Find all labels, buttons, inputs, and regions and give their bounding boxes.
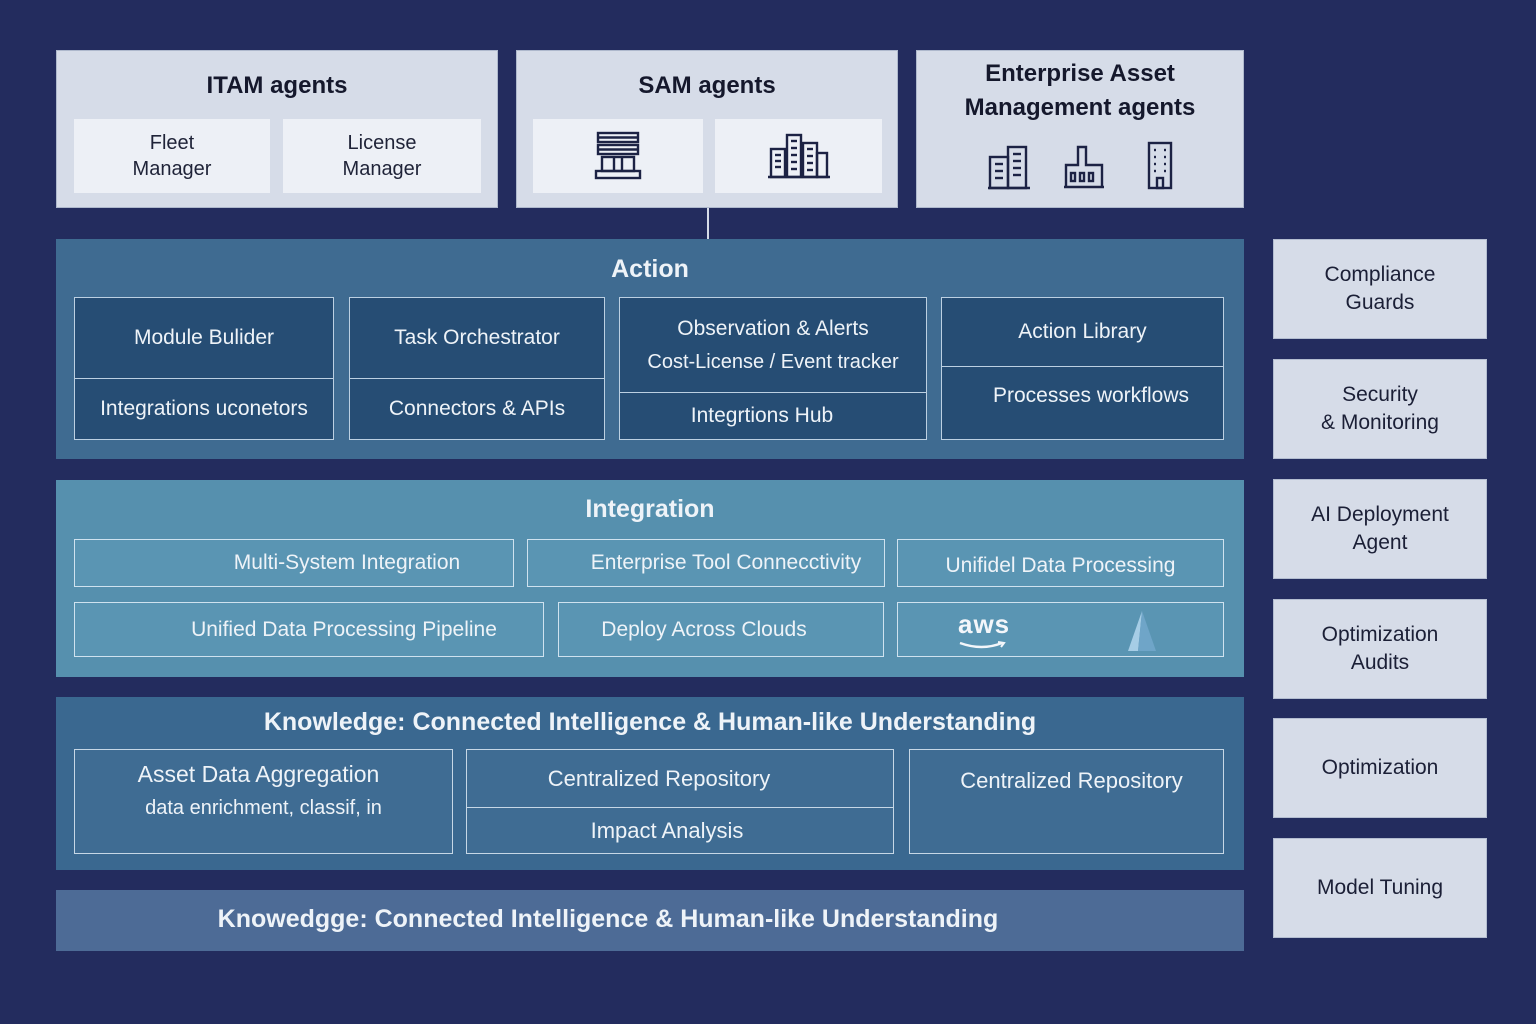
module-builder-label: Module Bulider	[133, 326, 275, 349]
unified-pipeline-box[interactable]: Unified Data Processing Pipeline	[74, 602, 544, 657]
divider	[620, 392, 926, 393]
action-library-label: Action Library	[1018, 320, 1147, 343]
aws-logo: aws	[958, 609, 1011, 639]
multi-system-integration-box[interactable]: Multi-System Integration	[74, 539, 514, 587]
integrations-hub-label: Integrtions Hub	[690, 404, 834, 427]
city-buildings-icon	[767, 133, 830, 179]
centralized-repository-card[interactable]: Centralized Repository	[909, 749, 1224, 854]
itam-agents-title: ITAM agents	[206, 72, 348, 99]
azure-icon	[1128, 611, 1156, 651]
connector-line	[707, 208, 709, 240]
integration-title: Integration	[585, 495, 715, 523]
enterprise-tool-connectivity-box[interactable]: Enterprise Tool Connecctivity	[527, 539, 885, 587]
eam-agents-title: Enterprise Asset Management agents	[964, 60, 1196, 121]
license-manager-tile[interactable]: License Manager	[283, 119, 481, 193]
integration-layer: Integration Multi-System Integration Ent…	[56, 480, 1244, 677]
divider	[467, 807, 893, 808]
action-layer: Action Module Bulider Integrations ucone…	[56, 239, 1244, 459]
sam-agents-title: SAM agents	[638, 72, 776, 99]
deploy-across-clouds-box[interactable]: Deploy Across Clouds	[558, 602, 884, 657]
knowledge-title: Knowledge: Connected Intelligence & Huma…	[263, 708, 1037, 736]
sam-agents-panel: SAM agents	[516, 50, 898, 208]
observation-alerts-card[interactable]: Observation & Alerts Cost-License / Even…	[619, 297, 927, 440]
asset-data-aggregation-card[interactable]: Asset Data Aggregation data enrichment, …	[74, 749, 453, 854]
observation-alerts-label: Observation & Alerts	[677, 317, 869, 340]
aws-smile-icon	[959, 641, 1006, 649]
fleet-manager-tile[interactable]: Fleet Manager	[74, 119, 270, 193]
eam-agents-panel: Enterprise Asset Management agents	[916, 50, 1244, 208]
sidebar-item-compliance-guards[interactable]: Compliance Guards	[1273, 239, 1487, 339]
impact-analysis-label: Impact Analysis	[590, 817, 744, 843]
office-building-icon	[988, 145, 1030, 190]
data-enrichment-label: data enrichment, classif, in	[145, 797, 382, 819]
connectors-apis-label: Connectors & APIs	[388, 397, 566, 420]
divider	[942, 366, 1223, 367]
task-orchestrator-card[interactable]: Task Orchestrator Connectors & APIs	[349, 297, 605, 440]
action-title: Action	[611, 255, 689, 283]
centralized-repository-label: Centralized Repository	[547, 765, 771, 791]
sidebar-item-model-tuning[interactable]: Model Tuning	[1273, 838, 1487, 938]
asset-data-aggregation-label: Asset Data Aggregation	[137, 761, 380, 787]
sidebar-item-optimization-audits[interactable]: Optimization Audits	[1273, 599, 1487, 699]
sidebar-item-ai-deployment-agent[interactable]: AI Deployment Agent	[1273, 479, 1487, 579]
integrations-connectors-label: Integrations uconetors	[100, 397, 308, 420]
tower-building-icon	[1147, 141, 1173, 190]
centralized-repository-label: Centralized Repository	[960, 768, 1183, 793]
knowledge-layer: Knowledge: Connected Intelligence & Huma…	[56, 697, 1244, 870]
cloud-providers-box[interactable]: aws	[897, 602, 1224, 657]
knowledge-footer-title: Knowedgge: Connected Intelligence & Huma…	[217, 905, 999, 933]
module-builder-card[interactable]: Module Bulider Integrations uconetors	[74, 297, 334, 440]
action-library-card[interactable]: Action Library Processes workflows	[941, 297, 1224, 440]
sidebar-item-optimization[interactable]: Optimization	[1273, 718, 1487, 818]
sam-server-tile[interactable]	[533, 119, 703, 193]
sidebar-item-security-monitoring[interactable]: Security & Monitoring	[1273, 359, 1487, 459]
cost-license-tracker-label: Cost-License / Event tracker	[647, 351, 899, 373]
centralized-repository-impact-card[interactable]: Centralized Repository Impact Analysis	[466, 749, 894, 854]
processes-workflows-label: Processes workflows	[992, 384, 1190, 407]
factory-icon	[1064, 145, 1104, 189]
sam-buildings-tile[interactable]	[715, 119, 882, 193]
divider	[350, 378, 604, 379]
itam-agents-panel: ITAM agents Fleet Manager License Manage…	[56, 50, 498, 208]
unified-data-processing-box[interactable]: Unifidel Data Processing	[897, 539, 1224, 587]
divider	[75, 378, 333, 379]
task-orchestrator-label: Task Orchestrator	[394, 326, 560, 349]
server-rack-icon	[594, 131, 642, 180]
knowledge-footer-band: Knowedgge: Connected Intelligence & Huma…	[56, 890, 1244, 951]
